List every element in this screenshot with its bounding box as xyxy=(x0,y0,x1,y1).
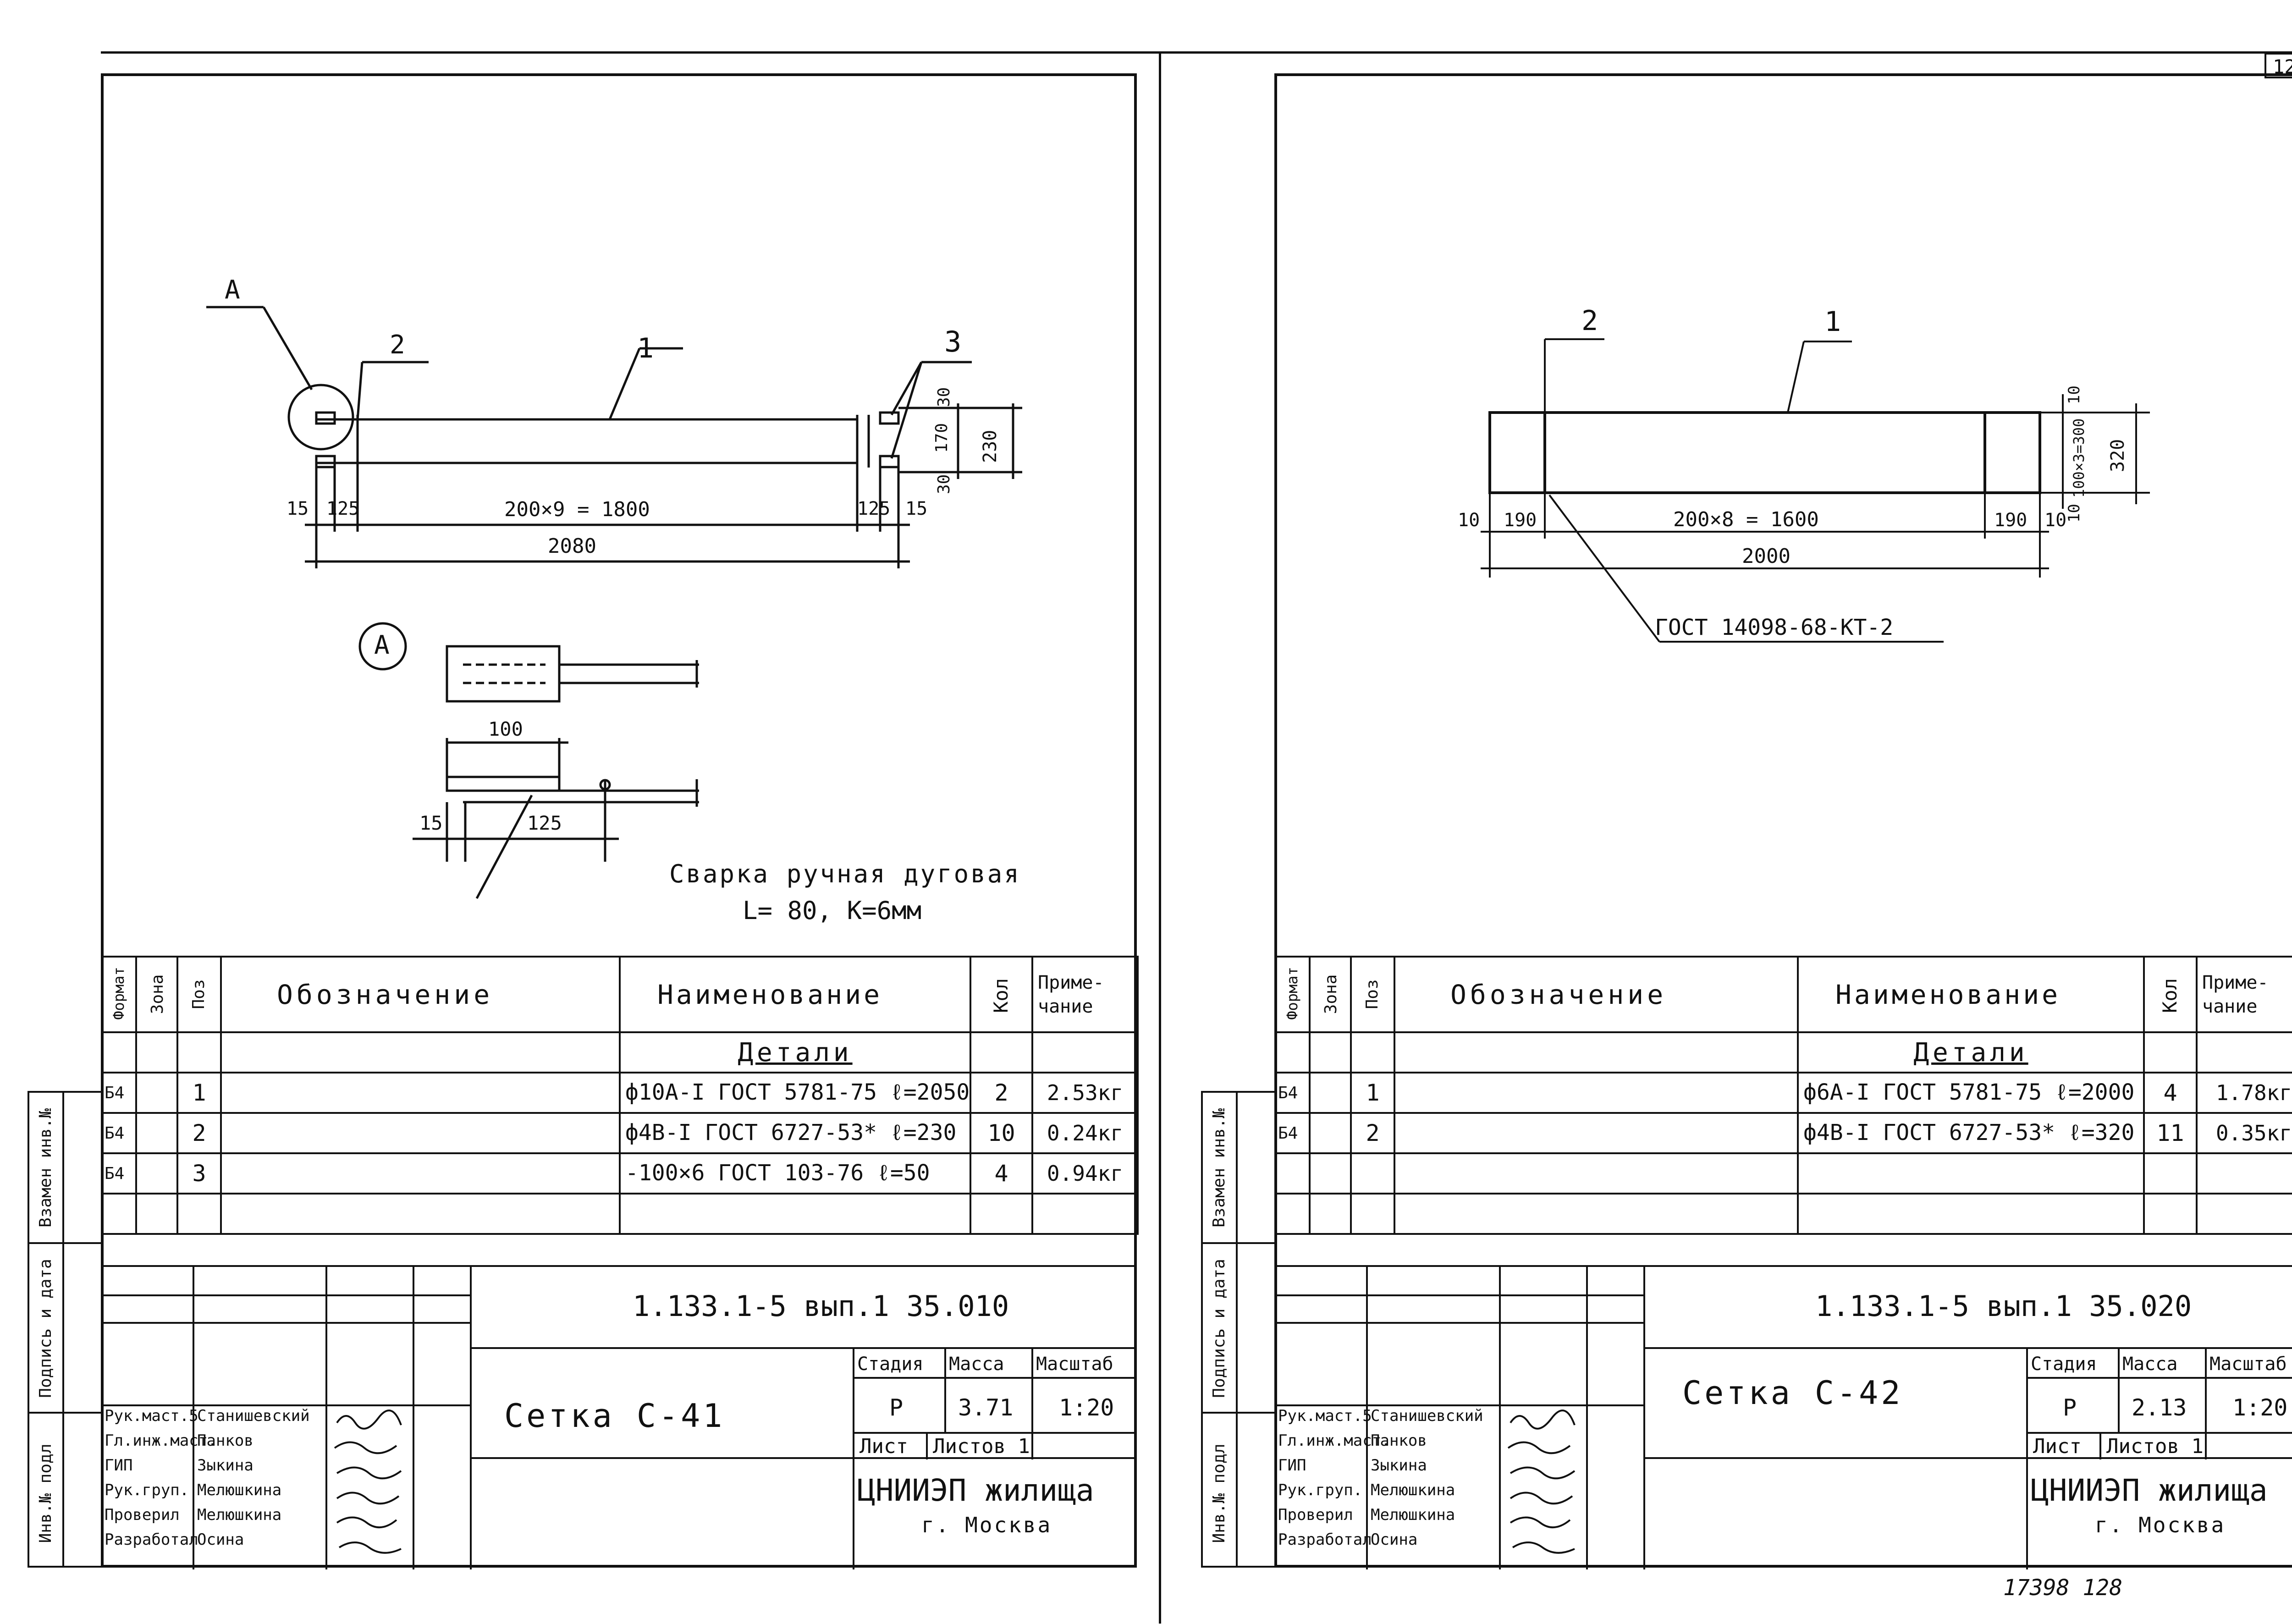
right-dim-100: 100×3=300 xyxy=(2070,418,2088,498)
right-th-name: Наименование xyxy=(1797,956,2145,1033)
table-row: Б4 2 ф4В-I ГОСТ 6727-53* ℓ=320 11 0.35кг xyxy=(1274,1112,2292,1154)
table-row: Б4 3 -100×6 ГОСТ 103-76 ℓ=50 4 0.94кг xyxy=(101,1152,1139,1195)
right-gost-note: ГОСТ 14098-68-КТ-2 xyxy=(1655,615,1894,640)
left-dim-15-right: 15 xyxy=(905,498,928,519)
table-row: Б4 1 ф10А-I ГОСТ 5781-75 ℓ=2050 2 2.53кг xyxy=(101,1072,1139,1114)
right-org: ЦНИИЭП жилища xyxy=(2031,1473,2268,1508)
left-sheet-frame xyxy=(101,73,1137,1568)
right-mass-header: Масса xyxy=(2122,1354,2178,1375)
left-section-details: Детали xyxy=(619,1031,971,1073)
left-dim-span: 200×9 = 1800 xyxy=(504,498,650,521)
left-callout-a: A xyxy=(225,275,240,305)
left-spec-table: Формат Зона Поз Обозначение Наименование… xyxy=(101,956,1139,1235)
left-th-format: Формат xyxy=(101,956,137,1033)
left-th-qty: Кол xyxy=(970,956,1033,1033)
table-row: Б4 1 ф6А-I ГОСТ 5781-75 ℓ=2000 4 1.78кг xyxy=(1274,1072,2292,1114)
right-th-pos: Поз xyxy=(1350,956,1395,1033)
left-scale-value: 1:20 xyxy=(1059,1394,1114,1421)
right-sheets-label: Листов 1 xyxy=(2106,1435,2204,1458)
table-row: Б4 2 ф4В-I ГОСТ 6727-53* ℓ=230 10 0.24кг xyxy=(101,1112,1139,1154)
right-dim-10-bottom: 10 xyxy=(2065,504,2083,523)
left-th-designation: Обозначение xyxy=(220,956,621,1033)
left-dim-125-left: 125 xyxy=(326,498,360,519)
left-detail-dim-15: 15 xyxy=(419,812,443,834)
right-dim-10-right: 10 xyxy=(2044,510,2067,531)
right-th-zone: Зона xyxy=(1309,956,1352,1033)
footer-stamp: 17398 128 xyxy=(2003,1575,2123,1601)
left-pos-1: 1 xyxy=(637,332,654,364)
right-pos-1: 1 xyxy=(1824,306,1841,338)
left-sheet-label: Лист xyxy=(860,1435,908,1458)
right-th-designation: Обозначение xyxy=(1394,956,1799,1033)
right-sheet-label: Лист xyxy=(2033,1435,2082,1458)
page-number: 126 xyxy=(2273,55,2292,78)
right-dim-span: 200×8 = 1600 xyxy=(1673,508,1819,531)
right-title-block: 1.133.1-5 вып.1 35.020 Сетка С-42 Стадия… xyxy=(1274,1265,2292,1569)
right-city: г. Москва xyxy=(2095,1513,2226,1537)
right-dim-190-right: 190 xyxy=(1994,510,2028,531)
left-stage-header: Стадия xyxy=(857,1354,924,1375)
left-sheets-label: Листов 1 xyxy=(933,1435,1030,1458)
right-scale-header: Масштаб xyxy=(2209,1354,2287,1375)
right-dim-10-left: 10 xyxy=(1458,510,1480,531)
left-weld-note-2: L= 80, K=6мм xyxy=(743,896,922,925)
left-mass-header: Масса xyxy=(949,1354,1004,1375)
left-detail-a-label: А xyxy=(374,630,390,660)
right-spec-table: Формат Зона Поз Обозначение Наименование… xyxy=(1274,956,2292,1235)
right-th-format: Формат xyxy=(1274,956,1311,1033)
right-scale-value: 1:20 xyxy=(2232,1394,2288,1421)
right-side-stamp: Взамен инв.№ Подпись и дата Инв.№ подл xyxy=(1201,1091,1274,1568)
right-stage-value: Р xyxy=(2063,1394,2077,1421)
right-pos-2: 2 xyxy=(1581,305,1598,337)
left-dim-125-right: 125 xyxy=(857,498,891,519)
left-pos-3: 3 xyxy=(944,325,962,358)
left-city: г. Москва xyxy=(921,1513,1052,1537)
left-detail-dim-125: 125 xyxy=(527,812,562,834)
left-dim-total: 2080 xyxy=(548,534,596,558)
left-th-name: Наименование xyxy=(619,956,971,1033)
page-number-box: 126 xyxy=(2264,53,2292,78)
right-doc-title: Сетка С-42 xyxy=(1682,1374,1903,1412)
left-stage-value: Р xyxy=(889,1394,904,1421)
right-signatures xyxy=(1507,1409,1576,1554)
right-th-note: Приме-чание xyxy=(2196,956,2292,1033)
left-dim-15-left: 15 xyxy=(286,498,309,519)
left-th-zone: Зона xyxy=(135,956,178,1033)
left-doc-code: 1.133.1-5 вып.1 35.010 xyxy=(633,1289,1009,1323)
left-doc-title: Сетка С-41 xyxy=(504,1397,725,1435)
right-stage-header: Стадия xyxy=(2031,1354,2097,1375)
sheet-divider xyxy=(1159,51,1161,1624)
left-org: ЦНИИЭП жилища xyxy=(857,1473,1094,1508)
left-weld-note-1: Сварка ручная дуговая xyxy=(669,859,1021,888)
right-dim-320: 320 xyxy=(2107,439,2128,472)
right-doc-code: 1.133.1-5 вып.1 35.020 xyxy=(1815,1289,2192,1323)
left-side-stamp: Взамен инв.№ Подпись и дата Инв.№ подл xyxy=(28,1091,101,1568)
top-border-line xyxy=(101,51,2292,54)
right-th-qty: Кол xyxy=(2143,956,2198,1033)
right-mass-value: 2.13 xyxy=(2132,1394,2187,1421)
left-pos-2: 2 xyxy=(390,330,405,360)
right-section-details: Детали xyxy=(1797,1031,2145,1073)
left-scale-header: Масштаб xyxy=(1036,1354,1113,1375)
left-mass-value: 3.71 xyxy=(958,1394,1014,1421)
left-title-block: 1.133.1-5 вып.1 35.010 Сетка С-41 Стадия… xyxy=(101,1265,1137,1569)
left-th-note: Приме-чание xyxy=(1031,956,1139,1033)
left-detail-dim-100: 100 xyxy=(488,718,523,740)
left-th-pos: Поз xyxy=(176,956,222,1033)
left-signatures xyxy=(334,1409,402,1554)
right-dim-190-left: 190 xyxy=(1504,510,1537,531)
right-dim-total: 2000 xyxy=(1742,545,1791,568)
right-dim-10-top: 10 xyxy=(2065,385,2083,404)
right-sheet-frame xyxy=(1274,73,2292,1568)
